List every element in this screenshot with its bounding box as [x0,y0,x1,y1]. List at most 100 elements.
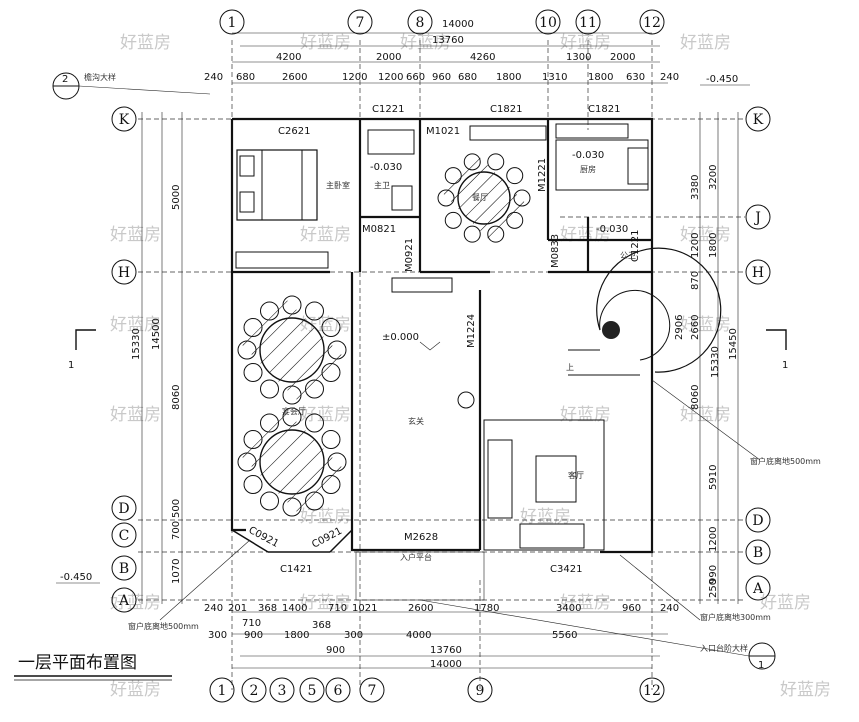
grid-bubble-top-circle [535,9,561,35]
dining-tables [237,153,531,517]
dim-top-r2: 630 [626,72,645,83]
dim-top-r1: 4200 [276,52,301,63]
chair [506,211,524,229]
section-mark-right: 1 [782,360,788,371]
watermark-text: 好蓝房 [110,680,161,700]
dim-top-r1: 4260 [470,52,495,63]
eave-detail-label: 檐沟大样 [84,72,116,82]
table-hatch [465,179,503,217]
grid-bubble-right: K [753,112,764,128]
grid-bubble-right: A [752,581,764,597]
level-pub: -0.030 [596,224,628,235]
chair [260,301,279,321]
table-hatch [472,186,510,224]
dim-bot-r1: 240 [204,603,223,614]
table-hatch [269,327,315,373]
grid-bubble-left-circle [111,106,137,132]
dim-top-r2: 660 [406,72,425,83]
dim-right-total: 15450 [728,328,739,360]
level-kitchen: -0.030 [572,150,604,161]
table-hatch [287,457,333,503]
watermark-text: 好蓝房 [110,315,161,335]
chair [282,295,302,315]
grid-bubble-right-circle [745,204,771,230]
level-marks: ±0.000 -0.030 -0.030 -0.030 -0.450 -0.45… [56,74,750,584]
dim-top-r2: 240 [660,72,679,83]
chair [282,497,302,517]
grid-bubble-right-circle [745,106,771,132]
dim-top-r2: 1310 [542,72,567,83]
grid-bubble-top-circle [347,9,373,35]
window-c1221-side: C1221 [630,230,641,262]
dim-right-b: 5910 [708,465,719,490]
table-hatch [458,172,496,210]
door-m0821: M0821 [362,224,396,235]
dim-bot-r2: 1800 [284,630,309,641]
grid-bubble-bottom-circle [639,677,665,703]
dim-top-total: 14000 [442,19,474,30]
dim-top-r2: 1200 [342,72,367,83]
step-detail-label: 入口台阶大样 [700,643,748,653]
dining-table [437,153,531,243]
room-pub: 公卫 [620,251,636,260]
building-walls [230,117,654,601]
table-hatch [443,157,481,195]
grid-bubble-top: 12 [643,15,661,31]
door-m1221: M1221 [537,158,548,192]
chair [243,430,263,449]
dim-right-b: 2906 [674,315,685,340]
dim-bot-r1: 2600 [408,603,433,614]
dim-bot-r1: 368 [258,603,277,614]
dim-right-a: 3380 [690,175,701,200]
watermark-text: 好蓝房 [120,33,171,53]
chair [513,189,531,207]
watermark-text: 好蓝房 [300,33,351,53]
dim-left-low: 1070 [171,559,182,584]
grid-bubble-bottom: 5 [308,683,317,699]
grid-bubble-bottom: 6 [334,683,343,699]
grid-bubble-right: J [753,210,761,226]
grid-bubble-right-circle [745,259,771,285]
dim-bot-r1: 1780 [474,603,499,614]
watermark-text: 好蓝房 [300,315,351,335]
dim-top-inner: 13760 [432,35,464,46]
grid-bubble-bottom: 12 [643,683,661,699]
grid-bubble-left: D [118,501,129,517]
chair [463,225,481,243]
dim-bot-r1: 1021 [352,603,377,614]
sill-note-500-right: 窗户底离地500mm [750,456,821,466]
dim-right-a: 2660 [690,315,701,340]
dim-bot-r2: 300 [208,630,227,641]
chair [487,153,505,171]
dim-bot-r2: 4000 [406,630,431,641]
level-outer-right: -0.450 [706,74,738,85]
chair [321,475,341,494]
dim-left-upper: 5000 [171,185,182,210]
table-hatch [242,412,288,458]
dim-top-r2: 1800 [588,72,613,83]
dim-right-a: 8060 [690,385,701,410]
table-hatch [251,421,297,467]
dim-right-a: 1200 [690,233,701,258]
chair [282,385,302,405]
chair [305,491,324,511]
chair [260,491,279,511]
dimension-labels: 14000 13760 4200 2000 4260 1300 2000 240… [131,19,739,670]
table-hatch [269,439,315,485]
dim-right-b: 990 [708,565,719,584]
grid-bubble-top: 10 [539,15,557,31]
room-banquet: 宴会厅 [282,406,306,416]
table-hatch [480,194,517,231]
grid-bubble-top: 11 [579,15,597,31]
chair [437,189,455,207]
room-kitchen: 厨房 [580,164,596,174]
table-hatch [260,430,306,476]
sill-note-500-left: 窗户底离地500mm [128,621,199,631]
room-dining: 餐厅 [472,193,488,202]
dim-bot-inner: 13760 [430,645,462,656]
dim-right-b: 250 [708,579,719,598]
table-top [259,317,325,383]
chair [243,363,263,382]
axis-grid-lines [138,40,745,690]
